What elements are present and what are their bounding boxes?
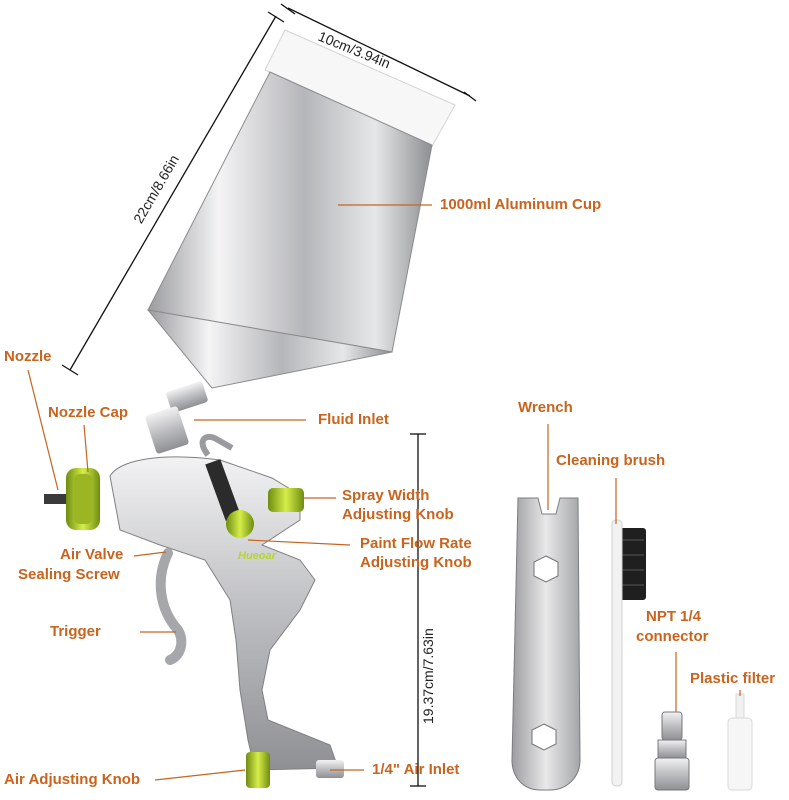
air-adjusting-knob [246, 752, 270, 788]
air-adjusting-knob-label: Air Adjusting Knob [4, 771, 141, 788]
air-inlet-label: 1/4" Air Inlet [372, 761, 460, 778]
air-valve-label-line2: Sealing Screw [18, 566, 120, 583]
wrench-label: Wrench [518, 399, 573, 416]
wrench [511, 497, 581, 791]
cup-height-dimension-line [61, 11, 285, 376]
paint-flow-knob [226, 510, 254, 538]
paint-flow-label-line1: Paint Flow Rate [360, 535, 472, 552]
nozzle-cap-label: Nozzle Cap [48, 404, 129, 421]
air-inlet-fitting [316, 760, 344, 778]
gun-height-dimension-line [410, 433, 426, 787]
plastic-filter-label: Plastic filter [690, 670, 776, 687]
spray-gun-body [44, 433, 339, 771]
brand-logo-text: Hueoar [238, 550, 276, 562]
cup-label: 1000ml Aluminum Cup [440, 196, 602, 213]
cup-width-dimension-line [280, 3, 477, 102]
leader-lines [27, 204, 741, 781]
nozzle-cap-knob [66, 468, 100, 530]
npt-label-line1: NPT 1/4 [646, 608, 702, 625]
nozzle-label: Nozzle [4, 348, 52, 365]
npt-label-line2: connector [636, 628, 709, 645]
npt-connector [654, 711, 690, 791]
gun-height-label: 19.37cm/7.63in [420, 628, 436, 724]
spray-width-knob [268, 488, 304, 512]
cleaning-brush-label: Cleaning brush [556, 452, 666, 469]
trigger-label: Trigger [50, 623, 101, 640]
cleaning-brush [611, 519, 646, 787]
fluid-inlet-label: Fluid Inlet [318, 411, 389, 428]
paint-flow-label-line2: Adjusting Knob [360, 554, 472, 571]
spray-width-label-line2: Adjusting Knob [342, 506, 454, 523]
air-valve-label-line1: Air Valve [60, 546, 124, 563]
spray-width-label-line1: Spray Width [342, 487, 430, 504]
plastic-filter [727, 693, 753, 791]
aluminum-cup [145, 29, 456, 454]
